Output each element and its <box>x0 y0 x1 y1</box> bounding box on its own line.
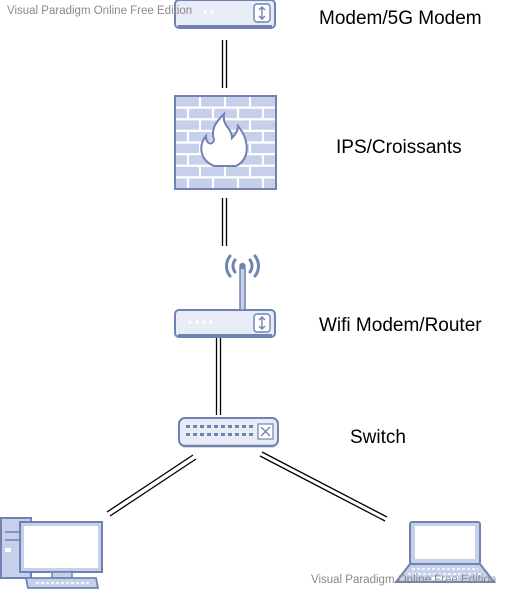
watermark-bottom: Visual Paradigm Online Free Edition <box>311 574 497 586</box>
firewall-icon[interactable] <box>174 95 277 190</box>
connector-modem-ips[interactable] <box>221 40 228 88</box>
wifi-router-icon[interactable] <box>174 254 276 338</box>
connector-switch-laptop[interactable] <box>259 451 388 522</box>
modem-label: Modem/5G Modem <box>319 8 482 29</box>
desktop-computer-icon[interactable] <box>0 517 103 589</box>
switch-icon[interactable] <box>178 417 279 448</box>
modem-icon[interactable] <box>174 0 276 29</box>
watermark-top: Visual Paradigm Online Free Edition <box>7 5 193 17</box>
router-label: Wifi Modem/Router <box>319 315 482 336</box>
connector-router-switch[interactable] <box>215 338 222 415</box>
laptop-icon[interactable] <box>393 521 497 583</box>
ips-label: IPS/Croissants <box>336 137 462 158</box>
connector-switch-desktop[interactable] <box>106 454 197 517</box>
switch-label: Switch <box>350 427 406 448</box>
connector-ips-router[interactable] <box>221 198 228 246</box>
